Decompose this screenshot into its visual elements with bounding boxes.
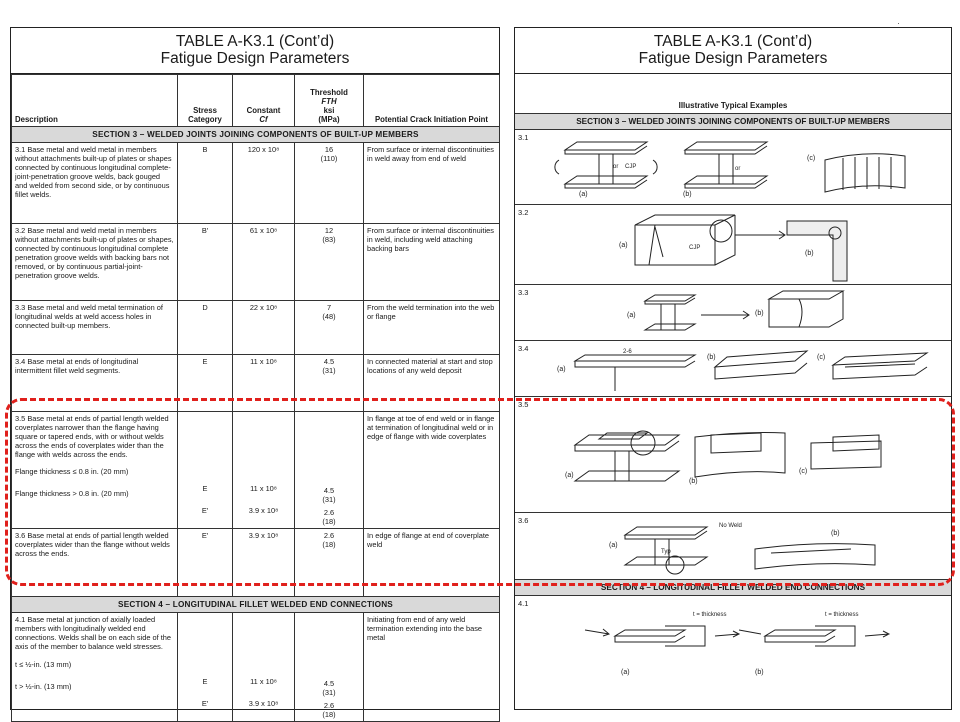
section4-header-right: SECTION 4 – LONGITUDINAL FILLET WELDED E… bbox=[515, 580, 951, 596]
right-page-illustrations: TABLE A-K3.1 (Cont’d) Fatigue Design Par… bbox=[514, 27, 952, 710]
table-row: 3.1 Base metal and weld metal in members… bbox=[11, 142, 500, 224]
right-title: TABLE A-K3.1 (Cont’d) Fatigue Design Par… bbox=[515, 28, 951, 74]
table-row: 4.1 Base metal at junction of axially lo… bbox=[11, 612, 500, 722]
col-stress-category: Stress Category bbox=[177, 74, 233, 127]
svg-text:(a): (a) bbox=[557, 366, 566, 373]
example-3-5: 3.5 (a) (b) (c) bbox=[515, 397, 951, 513]
example-3-2: 3.2 (a) CJP (b) bbox=[515, 205, 951, 285]
example-3-1: 3.1 (a) or CJP (b) or (c) bbox=[515, 130, 951, 205]
table-row: 3.6 Base metal at ends of partial length… bbox=[11, 528, 500, 597]
svg-text:or: or bbox=[613, 164, 618, 170]
svg-text:(b): (b) bbox=[689, 478, 698, 485]
example-3-3: 3.3 (a) (b) bbox=[515, 285, 951, 341]
svg-text:(c): (c) bbox=[799, 468, 807, 475]
section4-header: SECTION 4 – LONGITUDINAL FILLET WELDED E… bbox=[11, 596, 500, 613]
svg-text:(b): (b) bbox=[755, 310, 764, 317]
svg-text:Typ: Typ bbox=[661, 549, 671, 555]
example-3-6: 3.6 (a) Typ No Weld (b) bbox=[515, 513, 951, 580]
table-row: 3.3 Base metal and weld metal terminatio… bbox=[11, 300, 500, 355]
table-row: 3.5 Base metal at ends of partial length… bbox=[11, 411, 500, 529]
svg-text:(c): (c) bbox=[817, 354, 825, 361]
svg-text:or: or bbox=[735, 166, 740, 172]
svg-text:No Weld: No Weld bbox=[719, 523, 742, 529]
svg-text:(b): (b) bbox=[755, 669, 764, 676]
col-initiation: Potential Crack Initiation Point bbox=[363, 74, 500, 127]
svg-text:(b): (b) bbox=[683, 191, 692, 198]
table-row: 3.2 Base metal and weld metal in members… bbox=[11, 223, 500, 301]
svg-text:2-6: 2-6 bbox=[623, 349, 632, 355]
col-description: Description bbox=[11, 74, 178, 127]
example-3-4: 3.4 (a) 2-6 (b) (c) bbox=[515, 341, 951, 397]
left-page-table: TABLE A-K3.1 (Cont’d) Fatigue Design Par… bbox=[10, 27, 500, 722]
svg-text:CJP: CJP bbox=[689, 245, 700, 251]
svg-text:(a): (a) bbox=[609, 542, 618, 549]
svg-text:(c): (c) bbox=[807, 155, 815, 162]
svg-text:(a): (a) bbox=[627, 312, 636, 319]
svg-text:t = thickness: t = thickness bbox=[825, 612, 859, 618]
svg-text:CJP: CJP bbox=[625, 164, 636, 170]
example-3-1-drawing: (a) or CJP (b) or (c) bbox=[554, 141, 906, 198]
example-3-2-drawing: (a) CJP (b) bbox=[619, 214, 848, 282]
example-4-1: 4.1 (a) t = thickness (b) t = thickness bbox=[515, 596, 951, 688]
svg-text:t = thickness: t = thickness bbox=[693, 612, 727, 618]
example-3-4-drawing: (a) 2-6 (b) (c) bbox=[557, 349, 929, 391]
example-3-6-drawing: (a) Typ No Weld (b) bbox=[609, 523, 876, 575]
illustrations-header: Illustrative Typical Examples bbox=[515, 74, 951, 114]
svg-text:(b): (b) bbox=[707, 354, 716, 361]
svg-text:(a): (a) bbox=[565, 472, 574, 479]
left-title: TABLE A-K3.1 (Cont’d) Fatigue Design Par… bbox=[11, 28, 499, 74]
example-3-5-drawing: (a) (b) (c) bbox=[565, 430, 882, 485]
example-3-3-drawing: (a) (b) bbox=[627, 290, 845, 331]
section3-header-right: SECTION 3 – WELDED JOINTS JOINING COMPON… bbox=[515, 114, 951, 130]
corner-mark: · bbox=[897, 18, 900, 28]
example-4-1-drawing: (a) t = thickness (b) t = thickness bbox=[584, 612, 891, 676]
svg-text:(a): (a) bbox=[621, 669, 630, 676]
svg-text:(a): (a) bbox=[619, 242, 628, 249]
section3-header: SECTION 3 – WELDED JOINTS JOINING COMPON… bbox=[11, 126, 500, 143]
svg-text:(b): (b) bbox=[805, 250, 814, 257]
svg-text:(b): (b) bbox=[831, 530, 840, 537]
svg-text:(a): (a) bbox=[579, 191, 588, 198]
table-row: 3.4 Base metal at ends of longitudinal i… bbox=[11, 354, 500, 412]
